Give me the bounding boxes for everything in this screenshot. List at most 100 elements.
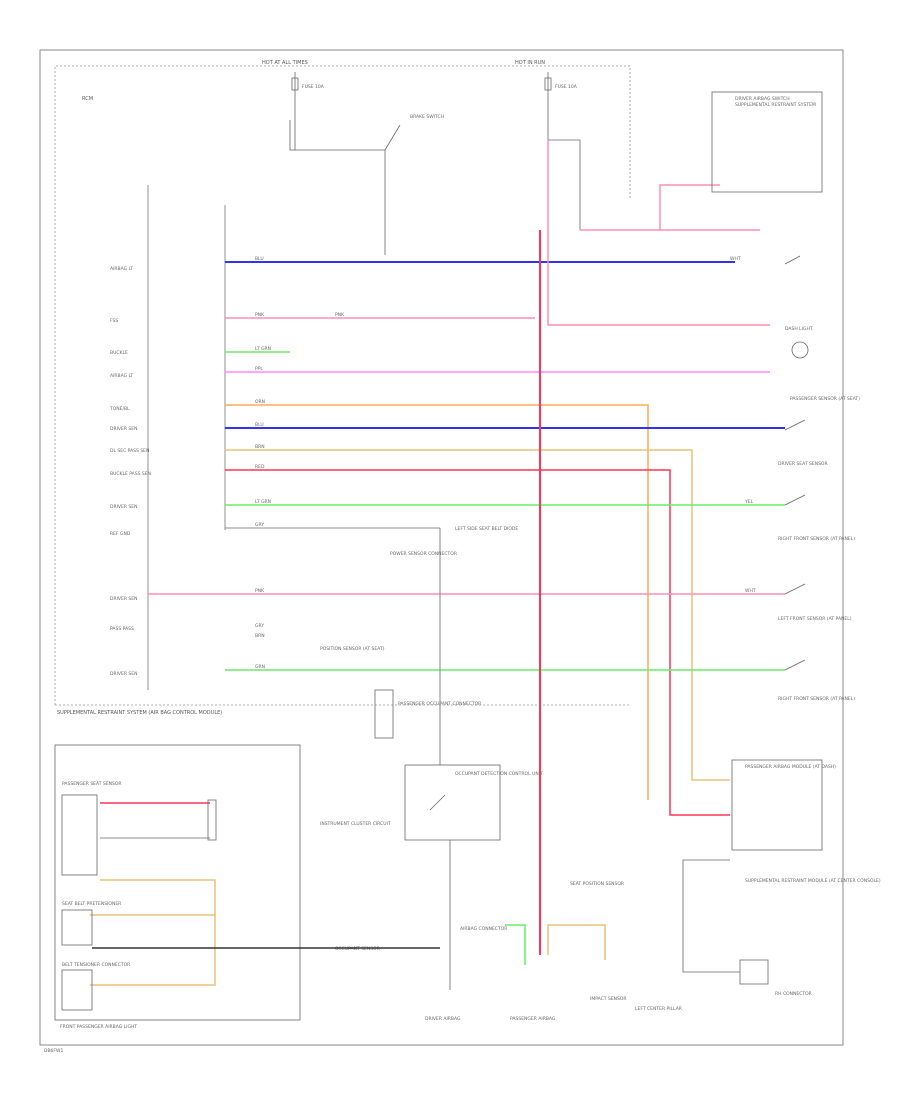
fuse-right-label: FUSE 10A [555,84,578,90]
airbag-connector-label: AIRBAG CONNECTOR [460,926,507,932]
wire-label-13: GRY [255,623,264,629]
front-passenger-airbag-light-box [54,744,301,1021]
wire-label-7: BLU [255,422,264,428]
passenger-occupant-connector-label: PASSENGER OCCUPANT CONNECTOR [398,701,481,707]
fuse-left-label: FUSE 10A [302,84,325,90]
belt-tensioner-box [61,969,93,1011]
left-front-sensor-label: LEFT FRONT SENSOR (AT PANEL) [778,616,852,622]
wire-label-11: GRY [255,522,264,528]
right-front-sensor-label: RIGHT FRONT SENSOR (AT PANEL) [778,536,855,542]
wire-label-14: BRN [255,633,265,639]
position-sensor-label: POSITION SENSOR (AT SEAT) [320,646,385,652]
wire-tan-1 [225,449,730,781]
occupant-detection-box [404,764,501,841]
passenger-occupant-connector-box [374,689,394,739]
driver-seat-sensor-label: DRIVER SEAT SENSOR [778,461,828,467]
switch-4 [784,583,806,595]
belt-tensioner-connector-label: BELT TENSIONER CONNECTOR [62,962,130,968]
wire-label-1: BLU [255,256,264,262]
right-front-sensor-2-label: RIGHT FRONT SENSOR (AT PANEL) [778,696,855,702]
wire-label-15: GRN [255,664,265,670]
wire-label-8: BRN [255,444,265,450]
fuse-left-symbol [291,77,299,91]
wire-pink-top [580,184,720,231]
fuse-right-header: HOT IN RUN [515,60,545,66]
pin-label-5: TONE/BL [109,406,130,412]
driver-airbag-label: DRIVER AIRBAG [425,1016,461,1022]
seat-belt-pretensioner-label: SEAT BELT PRETENSIONER [62,901,121,907]
top-switch [384,124,401,151]
passenger-seat-sensor-box [61,794,98,876]
occupant-sensor-label: OCCUPANT SENSOR [335,946,380,952]
right-switch-stack: DASH LIGHT PASSENGER SENSOR (AT SEAT) DR… [778,255,860,702]
switch-2 [784,419,806,431]
switch-label: BRAKE SWITCH [410,114,444,120]
rh-connector-box [739,959,769,985]
wire-label-6: ORN [255,399,265,405]
pin-label-10: REF GND [110,531,131,537]
pin-label-9: DRIVER SEN [110,504,137,510]
wire-red-1 [225,469,730,816]
instrument-cluster-box [207,799,217,841]
front-passenger-airbag-light-label: FRONT PASSENGER AIRBAG LIGHT [60,1024,137,1030]
pin-label-7: DL SEC PASS SEN [110,448,149,454]
dash-lamp-label: DASH LIGHT [785,326,813,332]
wire-label-9: RED [255,464,265,470]
wire-label-10: LT GRN [255,499,271,505]
wire-orange-1 [225,404,649,800]
module-title: RCM [82,96,93,102]
wire-label-2: PNK [255,312,265,318]
instrument-cluster-label: INSTRUMENT CLUSTER CIRCUIT [320,821,391,827]
pin-label-6: DRIVER SEN [110,426,137,432]
fuse-right-symbol [544,77,552,91]
seat-position-sensor-label: SEAT POSITION SENSOR [570,881,624,887]
wire-label-12: PNK [255,588,265,594]
top-bus-right [548,139,581,230]
occupant-switch [429,794,446,811]
wire-label-17: WHT [745,588,756,594]
dash-lamp-icon [791,341,809,359]
wire-pink-vertical [547,140,770,326]
wire-label-4: LT GRN [255,346,271,352]
pin-label-11: DRIVER SEN [110,596,137,602]
switch-3 [784,494,806,506]
pin-label-1: AIRBAG LT [110,266,133,272]
impact-sensor-label: IMPACT SENSOR [590,996,627,1002]
driver-airbag-switch-label: DRIVER AIRBAG SWITCH [735,96,790,102]
passenger-airbag-module-label: PASSENGER AIRBAG MODULE (AT DASH) [745,764,836,770]
diagram-frame [39,49,844,1046]
wire-label-5: PPL [255,366,263,372]
passenger-sensor-connector-label: POWER SENSOR CONNECTOR [390,551,457,557]
wire-runs [148,140,785,955]
pin-label-12: PASS PASS [110,626,134,632]
top-bus-left [289,120,386,255]
occupant-detection-label: OCCUPANT DETECTION CONTROL UNIT [455,771,543,777]
wire-color-labels: BLU PNK PNK LT GRN PPL ORN BLU BRN RED L… [255,256,756,670]
switch-1 [784,255,801,265]
wire-label-16: WHT [730,256,741,262]
switch-5 [784,659,806,671]
module-footer: SUPPLEMENTAL RESTRAINT SYSTEM (AIR BAG C… [57,710,222,716]
pin-label-2: FSS [110,318,118,324]
fuse-left-header: HOT AT ALL TIMES [262,60,308,66]
pin-label-8: BUCKLE PASS SEN [110,471,151,477]
passenger-airbag-label: PASSENGER AIRBAG [510,1016,556,1022]
pin-label-4: AIRBAG LT [110,373,133,379]
passenger-sensor-label: PASSENGER SENSOR (AT SEAT) [790,396,860,402]
passenger-airbag-module-box [731,759,823,851]
driver-airbag-switch-detail: SUPPLEMENTAL RESTRAINT SYSTEM [735,102,816,108]
rh-connector-label: RH CONNECTOR [775,991,812,997]
wire-green-bottom [505,924,526,965]
pin-label-3: BUCKLE [110,350,128,356]
seat-belt-pretensioner-box [61,909,93,946]
passenger-seat-sensor-label: PASSENGER SEAT SENSOR [62,781,122,787]
module-dashed-border [54,65,631,705]
left-pillar-label: LEFT CENTER PILLAR [635,1006,682,1012]
wire-tan-bottom [547,924,606,960]
wire-label-18: YEL [744,499,754,505]
wire-tan-box [90,879,216,986]
rh-connector-wire [682,859,740,973]
seat-belt-diode-label: LEFT SIDE SEAT BELT DIODE [455,526,518,532]
pin-label-13: DRIVER SEN [110,671,137,677]
